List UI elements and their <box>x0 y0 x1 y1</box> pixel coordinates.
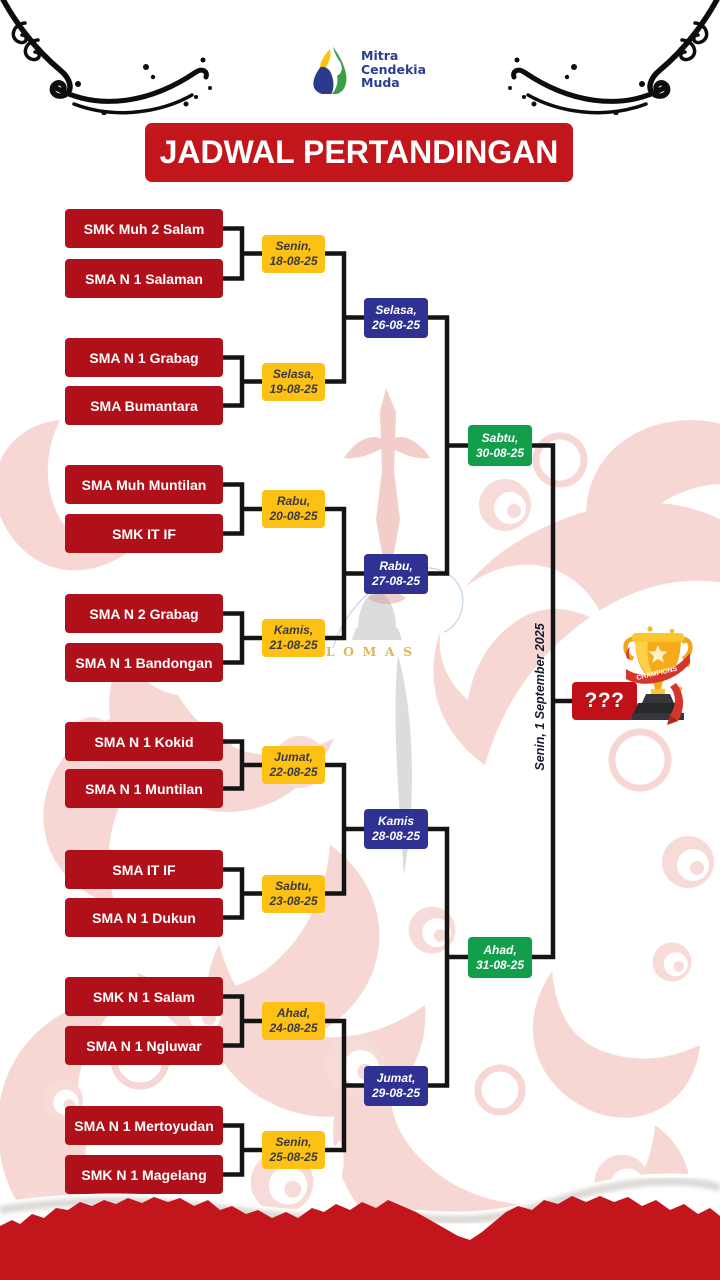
team-box: SMA N 2 Grabag <box>65 594 223 633</box>
flourish-right <box>508 0 720 115</box>
team-box: SMA Muh Muntilan <box>65 465 223 504</box>
match-date-box: Jumat,22-08-25 <box>262 746 325 784</box>
final-winner-box: ??? <box>572 682 637 720</box>
final-date-text: Senin, 1 September 2025 <box>533 623 547 771</box>
match-date-box: Jumat,29-08-25 <box>364 1066 428 1106</box>
match-date-box: Senin,25-08-25 <box>262 1131 325 1169</box>
team-box: SMA N 1 Ngluwar <box>65 1026 223 1065</box>
logo-text-line1: Mitra <box>361 47 399 63</box>
team-box: SMA N 1 Kokid <box>65 722 223 761</box>
match-date-box: Rabu,27-08-25 <box>364 554 428 594</box>
logo-text-line3: Muda <box>361 75 400 91</box>
match-date-box: Rabu,20-08-25 <box>262 490 325 528</box>
team-box: SMK N 1 Magelang <box>65 1155 223 1194</box>
match-date-box: Selasa,19-08-25 <box>262 363 325 401</box>
team-box: SMK N 1 Salam <box>65 977 223 1016</box>
trophy-icon: CHAMPIONS <box>623 626 693 725</box>
team-box: SMA N 1 Mertoyudan <box>65 1106 223 1145</box>
team-box: SMA N 1 Salaman <box>65 259 223 298</box>
logo-droplet-icon <box>313 46 347 94</box>
match-date-box: Sabtu,23-08-25 <box>262 875 325 913</box>
team-box: SMA N 1 Bandongan <box>65 643 223 682</box>
match-date-box: Senin,18-08-25 <box>262 235 325 273</box>
match-date-box: Ahad,31-08-25 <box>468 937 532 978</box>
match-date-box: Kamis,21-08-25 <box>262 619 325 657</box>
team-box: SMK IT IF <box>65 514 223 553</box>
team-box: SMA N 1 Dukun <box>65 898 223 937</box>
torn-paper-edge <box>0 1173 720 1280</box>
team-box: SMA N 1 Muntilan <box>65 769 223 808</box>
match-date-box: Sabtu,30-08-25 <box>468 425 532 466</box>
team-box: SMK Muh 2 Salam <box>65 209 223 248</box>
match-date-box: Selasa,26-08-25 <box>364 298 428 338</box>
page-title: JADWAL PERTANDINGAN <box>145 123 573 182</box>
team-box: SMA N 1 Grabag <box>65 338 223 377</box>
flourish-left <box>0 0 212 115</box>
team-box: SMA Bumantara <box>65 386 223 425</box>
logo: Mitra Cendekia Muda <box>308 45 426 94</box>
team-box: SMA IT IF <box>65 850 223 889</box>
logo-text-line2: Cendekia <box>361 61 427 77</box>
match-date-box: Ahad,24-08-25 <box>262 1002 325 1040</box>
